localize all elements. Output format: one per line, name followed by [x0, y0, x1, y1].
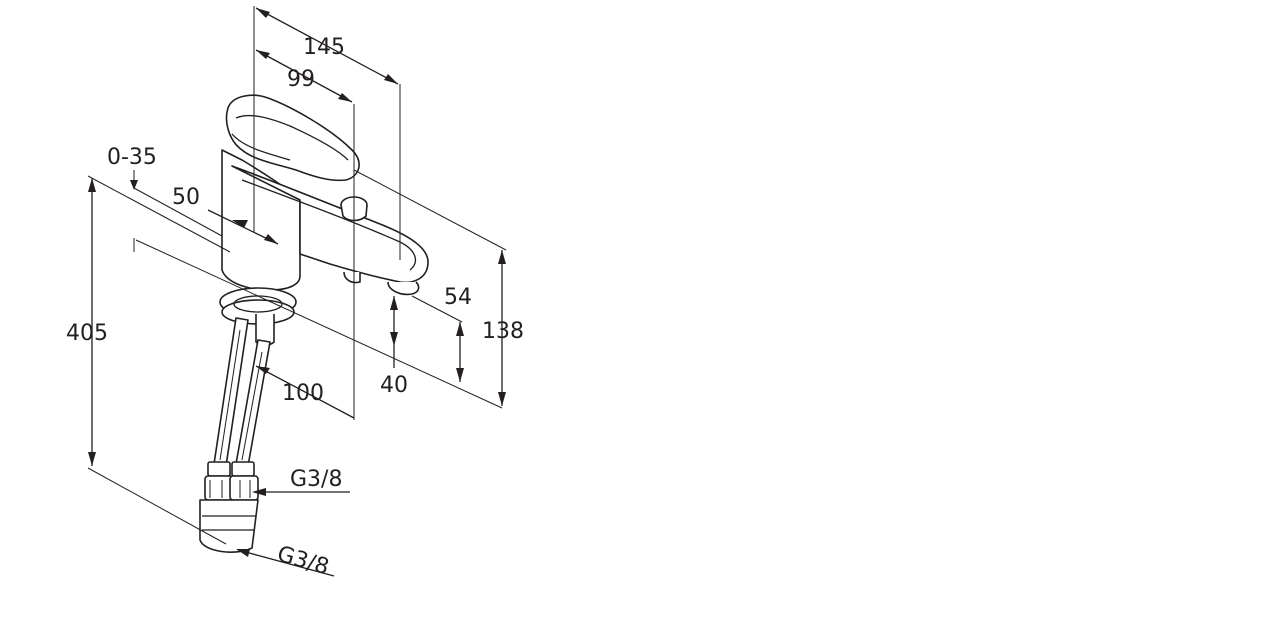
spout	[231, 165, 429, 284]
dim-line-145	[255, 7, 399, 85]
label-405: 405	[66, 321, 108, 346]
label-54: 54	[444, 285, 472, 310]
label-50: 50	[172, 185, 200, 210]
label-g38-lower: G3/8	[274, 542, 331, 580]
flex-hoses	[213, 317, 271, 467]
label-99: 99	[287, 67, 315, 92]
label-g38-upper: G3/8	[290, 467, 342, 492]
leader-g38-lower	[237, 549, 335, 577]
label-145: 145	[303, 35, 345, 60]
label-100: 100	[282, 381, 324, 406]
hose-connectors	[199, 461, 259, 553]
dimension-lines	[87, 6, 507, 577]
tap-body	[199, 94, 429, 553]
dim-line-100	[255, 365, 355, 419]
dim-line-99	[255, 49, 353, 103]
dimension-labels: 145 99 0-35 50 405 54 138 40 100 G3/8 G3…	[66, 35, 524, 580]
label-40: 40	[380, 373, 408, 398]
label-138: 138	[482, 319, 524, 344]
label-0-35: 0-35	[107, 145, 157, 170]
